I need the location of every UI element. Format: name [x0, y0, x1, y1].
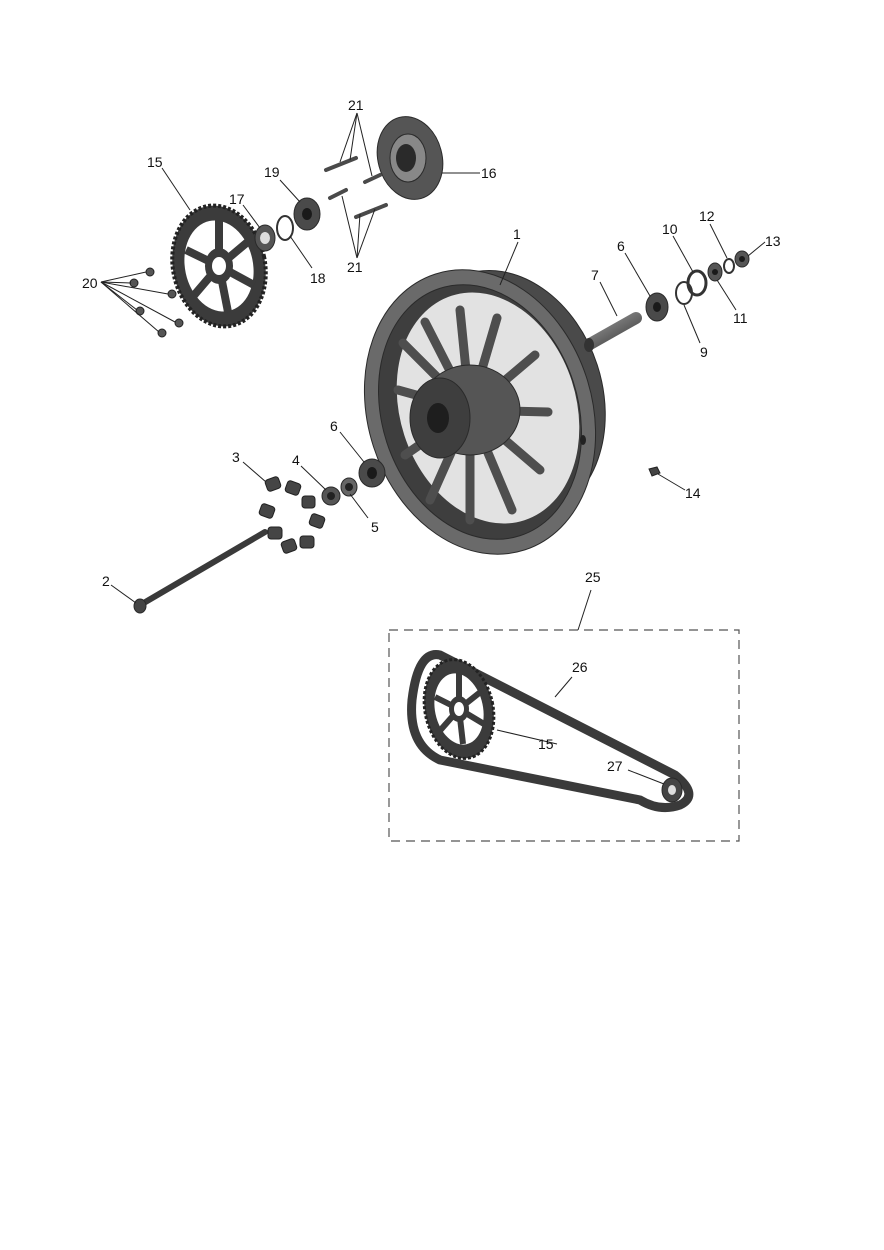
- sprocket-nuts: [129, 267, 184, 338]
- callout-14: 14: [685, 485, 701, 501]
- kit-sprocket: [422, 658, 496, 760]
- callout-15-top: 15: [147, 154, 163, 170]
- nut-part-13: [734, 250, 750, 268]
- circlip-part-18: [276, 215, 294, 241]
- drive-chain: [407, 650, 694, 813]
- bearing-part-6-left: [358, 458, 386, 488]
- callout-13: 13: [765, 233, 781, 249]
- bearing-part-6-right: [645, 292, 669, 322]
- rear-sprocket: [170, 203, 268, 329]
- callout-1: 1: [513, 226, 521, 242]
- callout-11: 11: [733, 310, 748, 326]
- callout-16: 16: [481, 165, 497, 181]
- front-sprocket: [661, 777, 683, 803]
- callout-4: 4: [292, 452, 300, 468]
- spacer-tube-part-7: [584, 312, 642, 352]
- sprocket-studs: [324, 156, 388, 219]
- callout-10: 10: [662, 221, 678, 237]
- callout-21-bottom: 21: [347, 259, 363, 275]
- callout-27: 27: [607, 758, 623, 774]
- seal-part-10: [686, 269, 708, 297]
- leader-lines: [100, 112, 766, 785]
- chain-kit-box: [388, 629, 740, 842]
- callout-3: 3: [232, 449, 240, 465]
- callout-6-right: 6: [617, 238, 625, 254]
- callout-9: 9: [700, 344, 708, 360]
- callout-26: 26: [572, 659, 588, 675]
- seal-part-17: [254, 224, 276, 252]
- washer-part-12: [723, 258, 735, 274]
- rear-wheel: [363, 269, 606, 555]
- callout-17: 17: [229, 191, 245, 207]
- callout-2: 2: [102, 573, 110, 589]
- cush-drive-rubbers: [258, 476, 326, 554]
- bearing-part-11: [707, 262, 723, 282]
- callout-15-kit: 15: [538, 736, 554, 752]
- callout-labels: 1 2 3 4 5 6 6 7 9 10 11 12 13 14 15 15 1…: [82, 97, 781, 774]
- callout-19: 19: [264, 164, 280, 180]
- callout-20: 20: [82, 275, 98, 291]
- spacer-part-4: [321, 486, 341, 506]
- bearing-part-19: [293, 197, 321, 231]
- wheel-axle: [133, 529, 268, 614]
- callout-21-top: 21: [348, 97, 364, 113]
- valve-part-14: [648, 466, 661, 477]
- callout-6-left: 6: [330, 418, 338, 434]
- callout-18: 18: [310, 270, 326, 286]
- bearing-part-5: [340, 477, 358, 497]
- callout-5: 5: [371, 519, 379, 535]
- sprocket-carrier: [376, 116, 444, 200]
- callout-25: 25: [585, 569, 601, 585]
- callout-7: 7: [591, 267, 599, 283]
- callout-12: 12: [699, 208, 715, 224]
